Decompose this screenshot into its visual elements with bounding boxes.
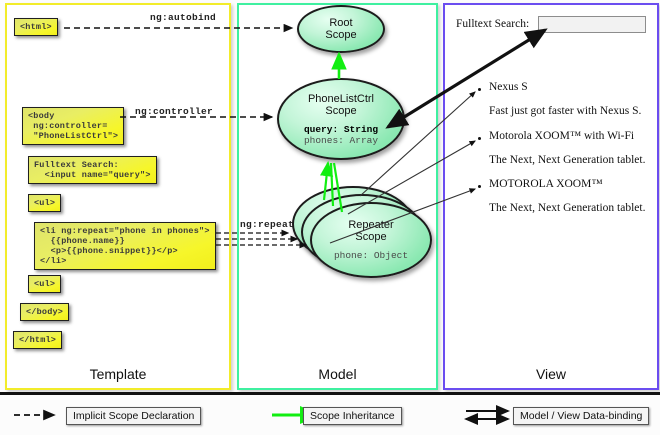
ng-controller-label: ng:controller [135,106,214,117]
phone-name-2: Motorola XOOM™ with Wi-Fi [489,130,635,142]
legend-scope-inheritance: Scope Inheritance [303,407,402,425]
phone-name-1: Nexus S [489,81,528,93]
phone-snippet-1: Fast just got faster with Nexus S. [489,105,642,117]
ng-autobind-label: ng:autobind [150,12,217,23]
phone-snippet-2: The Next, Next Generation tablet. [489,154,646,166]
legend-implicit-scope-declaration: Implicit Scope Declaration [66,407,202,425]
column-view: View [443,3,659,390]
legend-divider [0,392,660,395]
code-box-body-controller-tag: <body ng:controller= "PhoneListCtrl"> [22,107,125,145]
view-search-label: Fulltext Search: [456,18,530,30]
code-box-html-open-tag: <html> [14,18,58,36]
bullet-dot-2 [478,137,481,140]
bullet-dot-1 [478,88,481,91]
code-box-ul-open-tag: <ul> [28,194,62,212]
fulltext-search-input[interactable] [538,16,646,33]
code-box-ul-close-tag: <ul> [28,275,62,293]
column-label-template: Template [89,366,147,382]
prop-phones: phones: Array [303,134,379,146]
phone-name-3: MOTOROLA XOOM™ [489,178,603,190]
prop-phone: phone: Object [333,250,409,261]
code-box-li-ng-repeat-markup: <li ng:repeat="phone in phones"> {{phone… [34,222,216,270]
code-box-html-close-tag: </html> [13,331,63,349]
repeater-scope-props: phone: Object [334,250,408,261]
bullet-dot-3 [478,185,481,188]
code-box-body-close-tag: </body> [20,303,70,321]
prop-query: query: String [303,123,379,135]
legend-arrow-double [464,405,510,425]
code-box-fulltext-search-markup: Fulltext Search: <input name="query"> [28,156,157,184]
column-label-model: Model [318,366,357,382]
legend-model-view-databinding: Model / View Data-binding [513,407,650,425]
ng-repeat-label: ng:repeat [240,219,295,230]
column-label-view: View [535,366,567,382]
phone-snippet-3: The Next, Next Generation tablet. [489,202,646,214]
phonelistctrl-scope-props: query: String phones: Array [304,124,378,146]
